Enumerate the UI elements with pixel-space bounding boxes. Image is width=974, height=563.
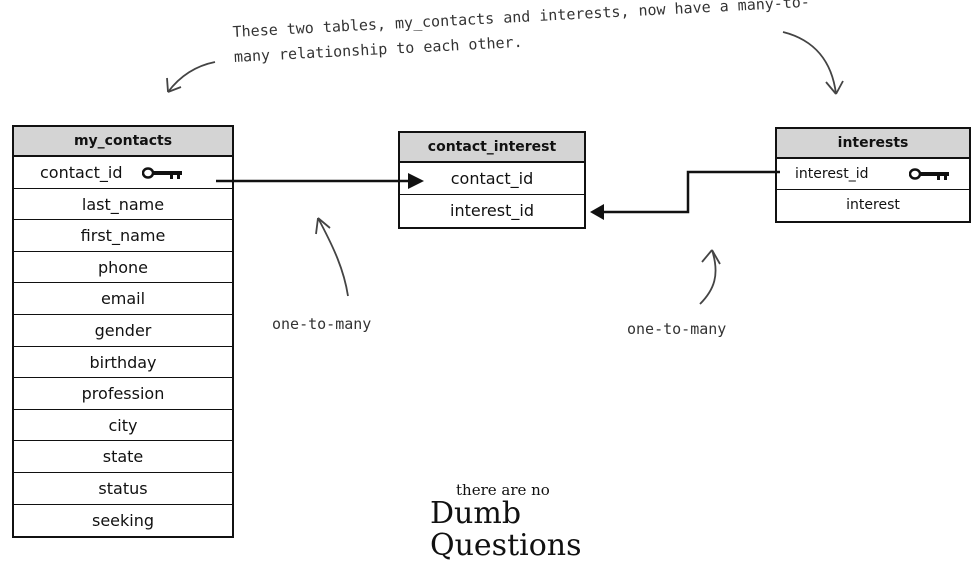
label-one-to-many-left: one-to-many <box>272 315 372 333</box>
curved-arrow <box>699 249 717 305</box>
key-icon <box>142 167 182 179</box>
table-row: seeking <box>91 510 155 530</box>
arrowhead-icon <box>701 249 721 265</box>
arrowhead-icon <box>166 77 182 93</box>
table-title: my_contacts <box>14 127 232 157</box>
table-interests: interests interest_id interest <box>775 127 971 223</box>
banner-small-text: there are no <box>456 481 550 499</box>
table-contact-interest: contact_interest contact_id interest_id <box>398 131 586 229</box>
column-name: contact_id <box>40 163 123 182</box>
arrowhead-icon <box>825 80 844 95</box>
table-title: contact_interest <box>400 133 584 163</box>
table-row: gender <box>14 315 232 347</box>
table-row: status <box>14 473 232 505</box>
dumb-questions-banner: there are no Dumb Questions <box>430 482 630 562</box>
key-icon <box>909 168 949 180</box>
table-row: birthday <box>14 347 232 379</box>
table-row: state <box>14 441 232 473</box>
column-name: interest_id <box>795 166 869 182</box>
banner-big-text: Dumb Questions <box>430 496 582 563</box>
table-row: first_name <box>14 220 232 252</box>
table-title: interests <box>777 129 969 159</box>
table-row: interest <box>846 197 900 213</box>
table-row: interest_id <box>777 159 969 190</box>
table-row: contact_id <box>14 157 232 189</box>
table-row: city <box>14 410 232 442</box>
table-row: phone <box>14 252 232 284</box>
arrowhead-icon <box>590 204 604 220</box>
curved-arrow <box>167 61 216 93</box>
arrowhead-icon <box>408 173 424 189</box>
curved-arrow <box>317 217 349 297</box>
label-one-to-many-right: one-to-many <box>627 320 727 338</box>
arrowhead-icon <box>315 217 331 235</box>
table-row: email <box>14 283 232 315</box>
table-row: contact_id <box>400 163 584 195</box>
table-my-contacts: my_contacts contact_id last_name first_n… <box>12 125 234 539</box>
relationship-line <box>602 170 780 214</box>
table-row: interest_id <box>450 201 534 220</box>
curved-arrow <box>782 31 837 95</box>
table-row: last_name <box>14 189 232 221</box>
table-row: profession <box>14 378 232 410</box>
